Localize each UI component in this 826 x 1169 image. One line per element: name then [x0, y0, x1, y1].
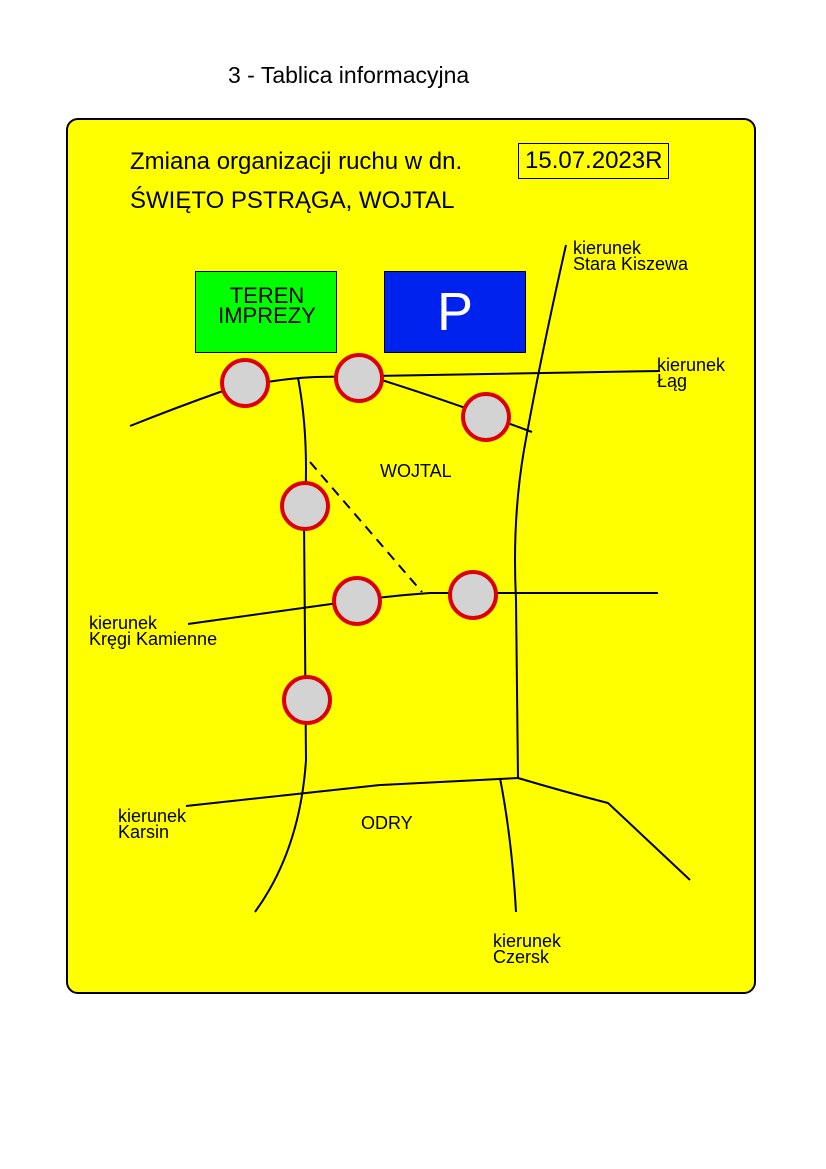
no-entry-sign-icon — [448, 570, 498, 620]
no-entry-sign-icon — [280, 481, 330, 531]
board-heading: Zmiana organizacji ruchu w dn. — [130, 148, 463, 175]
no-entry-sign-icon — [334, 353, 384, 403]
direction-kregi-kamienne: kierunek Kręgi Kamienne — [89, 613, 218, 649]
road-bottom — [185, 776, 691, 881]
direction-lag: kierunek Łąg — [657, 355, 726, 391]
dashed-path — [309, 461, 423, 593]
event-name: ŚWIĘTO PSTRĄGA, WOJTAL — [130, 187, 455, 214]
direction-stara-kiszewa: kierunek Stara Kiszewa — [573, 238, 689, 274]
event-area-label: TEREN IMPREZY — [218, 283, 316, 328]
no-entry-sign-icon — [461, 392, 511, 442]
road-east — [514, 244, 567, 779]
place-odry: ODRY — [361, 813, 413, 833]
road-top — [129, 370, 661, 427]
no-entry-sign-icon — [282, 675, 332, 725]
place-wojtal: WOJTAL — [380, 461, 452, 481]
parking-area: P — [384, 271, 526, 353]
no-entry-sign-icon — [332, 576, 382, 626]
road-south — [499, 777, 517, 913]
info-board — [66, 118, 756, 994]
direction-czersk: kierunek Czersk — [493, 931, 562, 967]
date-box: 15.07.2023R — [518, 143, 670, 179]
road-signs — [220, 353, 511, 725]
page-title: 3 - Tablica informacyjna — [228, 62, 470, 88]
road-west — [254, 377, 308, 913]
direction-karsin: kierunek Karsin — [118, 806, 187, 842]
road-middle — [187, 592, 658, 625]
no-entry-sign-icon — [220, 358, 270, 408]
road-branch-east — [374, 377, 533, 433]
event-area: TEREN IMPREZY — [195, 271, 337, 353]
